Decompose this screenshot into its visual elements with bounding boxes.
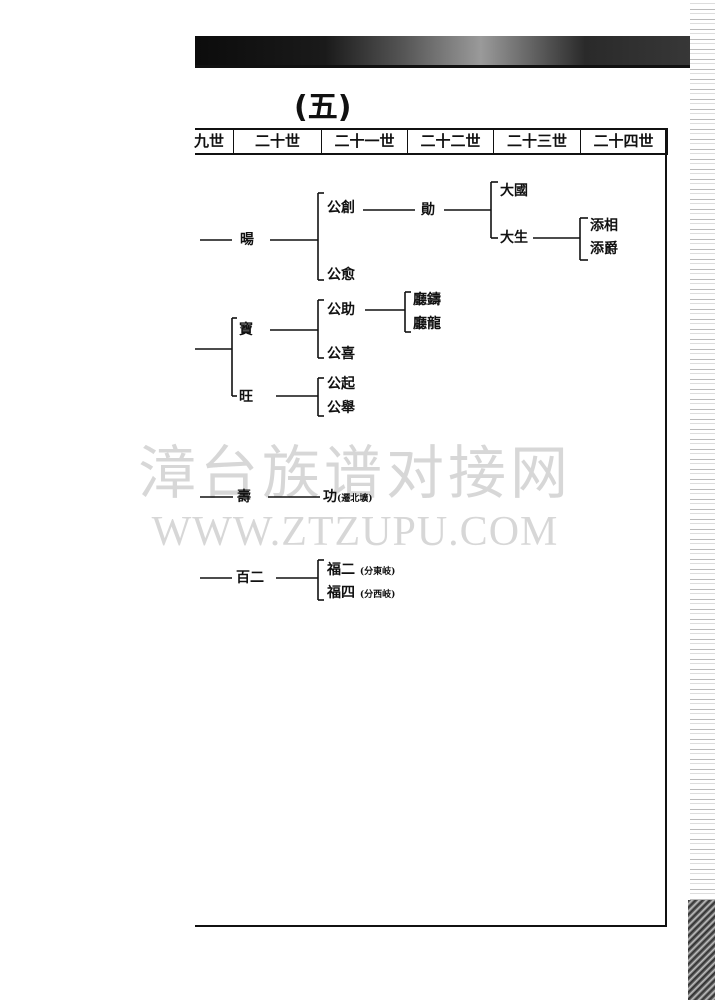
name-gongchuang: 公創 xyxy=(327,200,355,216)
name-fusi-note: (分西岐) xyxy=(359,590,396,600)
generation-header-19: 九世 xyxy=(193,132,224,150)
name-daguo: 大國 xyxy=(500,183,528,199)
frame-right-border xyxy=(665,128,667,927)
name-gong-note: (遷北壙) xyxy=(337,494,373,504)
generation-header-23: 二十三世 xyxy=(493,130,580,153)
name-fuer-text: 福二 xyxy=(327,562,355,578)
page-edge-scan-noise xyxy=(688,900,715,1000)
name-fuer: 福二 (分東岐) xyxy=(327,562,395,580)
watermark-text-url: WWW.ZTZUPU.COM xyxy=(151,509,559,555)
name-gongju: 公舉 xyxy=(327,400,355,416)
page-edge-shadow xyxy=(690,0,715,1000)
name-gong-text: 功 xyxy=(323,489,337,505)
generation-header-20: 二十世 xyxy=(233,130,321,153)
name-tinglong: 廳龍 xyxy=(413,316,441,332)
name-fusi: 福四 (分西岐) xyxy=(327,585,395,603)
name-bao: 寶 xyxy=(239,322,253,338)
name-tingzhu: 廳鑄 xyxy=(413,292,441,308)
header-rule xyxy=(195,65,705,68)
generation-header-24: 二十四世 xyxy=(580,130,666,153)
generation-header-21: 二十一世 xyxy=(321,130,407,153)
generation-header-22: 二十二世 xyxy=(407,130,493,153)
name-gongqi: 公起 xyxy=(327,376,355,392)
name-gongxi: 公喜 xyxy=(327,346,355,362)
name-dasheng: 大生 xyxy=(500,230,528,246)
name-shou: 壽 xyxy=(237,489,251,505)
watermark: 漳台族谱对接网 WWW.ZTZUPU.COM xyxy=(100,438,610,556)
name-gong: 功(遷北壙) xyxy=(323,489,373,507)
name-baier: 百二 xyxy=(236,570,264,586)
name-xun: 勛 xyxy=(421,202,435,218)
name-fusi-text: 福四 xyxy=(327,585,355,601)
name-tianxiang: 添相 xyxy=(590,218,618,234)
name-wang: 旺 xyxy=(239,389,253,405)
name-gongyu: 公愈 xyxy=(327,267,355,283)
name-tianjue: 添爵 xyxy=(590,241,618,257)
generation-header-row: 九世 二十世 二十一世 二十二世 二十三世 二十四世 xyxy=(194,128,668,155)
name-gongzhu: 公助 xyxy=(327,302,355,318)
watermark-text-cn: 漳台族谱对接网 xyxy=(137,439,572,507)
header-dark-band xyxy=(195,36,715,66)
frame-bottom-border xyxy=(195,925,667,927)
name-fuer-note: (分東岐) xyxy=(359,567,396,577)
name-yang: 暘 xyxy=(240,232,254,248)
section-title: (五) xyxy=(294,90,352,125)
